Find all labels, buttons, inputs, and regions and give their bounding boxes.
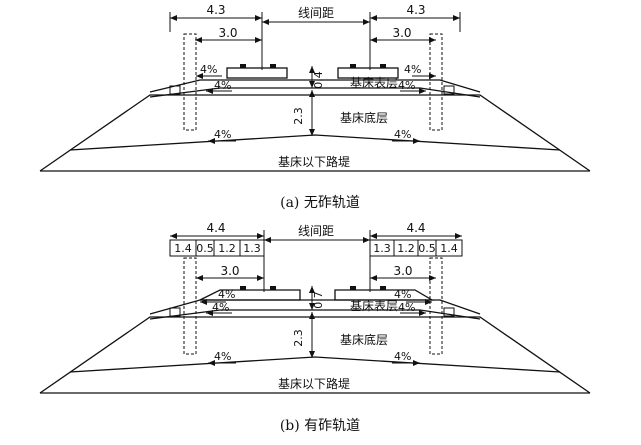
diagram-b: 4.4 4.4 线间距 1.4 0.5 1.2 1.3 1.3 1.2 0.5 …	[39, 221, 591, 434]
slope-label: 4%	[200, 63, 217, 76]
drain-column-left	[183, 33, 197, 131]
center-distance-label: 线间距	[298, 6, 334, 20]
ballast-left	[199, 289, 301, 301]
layer-base-label: 基床底层	[340, 332, 388, 347]
layer-surface-label: 基床表层	[350, 76, 398, 90]
segment-label: 0.5	[196, 242, 214, 255]
caption-b: (b) 有砟轨道	[280, 418, 360, 434]
ditch-left	[169, 85, 181, 95]
rail-icon	[350, 64, 356, 68]
surface-thickness-label: 0.4	[312, 71, 325, 89]
layer-embankment-label: 基床以下路堤	[278, 154, 350, 169]
ditch-right	[443, 307, 455, 317]
ditch-right	[443, 85, 455, 95]
base-thickness-label: 2.3	[292, 107, 305, 125]
dim-label-inner-right: 3.0	[392, 26, 411, 40]
slope-label: 4%	[404, 63, 421, 76]
segment-label: 1.4	[440, 242, 458, 255]
track-slab-right	[337, 67, 399, 79]
dim-label-outer-right: 4.3	[406, 3, 425, 17]
slope-label: 4%	[214, 128, 231, 141]
surface-bottom	[149, 87, 481, 98]
slope-label: 4%	[214, 350, 231, 363]
caption-a: (a) 无砟轨道	[280, 195, 360, 211]
slope-label: 4%	[394, 128, 411, 141]
segment-label: 1.2	[218, 242, 236, 255]
rail-icon	[350, 286, 356, 290]
segment-label: 1.3	[243, 242, 261, 255]
surface-bottom	[149, 309, 481, 320]
rail-icon	[380, 286, 386, 290]
dim-label-inner-left: 3.0	[218, 26, 237, 40]
rail-icon	[380, 64, 386, 68]
base-thickness-label: 2.3	[292, 329, 305, 347]
drain-column-right	[429, 257, 443, 355]
ditch-left	[169, 307, 181, 317]
track-slab-left	[226, 67, 288, 79]
center-distance-label: 线间距	[298, 224, 334, 238]
rail-icon	[240, 286, 246, 290]
slope-label: 4%	[398, 301, 415, 314]
drain-column-right	[429, 33, 443, 131]
surface-top	[149, 299, 481, 315]
embankment-outline	[39, 316, 591, 394]
slope-label: 4%	[398, 79, 415, 92]
layer-embankment-label: 基床以下路堤	[278, 376, 350, 391]
dim-label-inner-right: 3.0	[393, 264, 412, 278]
slope-label: 4%	[394, 288, 411, 301]
slope-label: 4%	[218, 288, 235, 301]
segment-label: 0.5	[418, 242, 436, 255]
embankment-outline	[39, 94, 591, 172]
segment-label: 1.4	[174, 242, 192, 255]
rail-icon	[240, 64, 246, 68]
segment-label: 1.3	[373, 242, 391, 255]
layer-base-label: 基床底层	[340, 110, 388, 125]
dim-label-outer-left: 4.4	[206, 221, 225, 235]
rail-icon	[270, 286, 276, 290]
segment-label: 1.2	[397, 242, 415, 255]
rail-icon	[270, 64, 276, 68]
diagram-a: 4.3 4.3 线间距 3.0 3.0 0.4 2.3 基床表层 基床底层 基床…	[39, 3, 591, 211]
dim-label-inner-left: 3.0	[220, 264, 239, 278]
dim-label-outer-right: 4.4	[406, 221, 425, 235]
base-bottom	[69, 356, 561, 373]
layer-surface-label: 基床表层	[350, 299, 398, 313]
base-bottom	[69, 134, 561, 151]
drain-column-left	[183, 257, 197, 355]
ballast-right	[334, 289, 435, 301]
dim-label-outer-left: 4.3	[206, 3, 225, 17]
slope-label: 4%	[214, 79, 231, 92]
slope-label: 4%	[212, 301, 229, 314]
slope-label: 4%	[394, 350, 411, 363]
surface-thickness-label: 0.7	[312, 291, 325, 309]
